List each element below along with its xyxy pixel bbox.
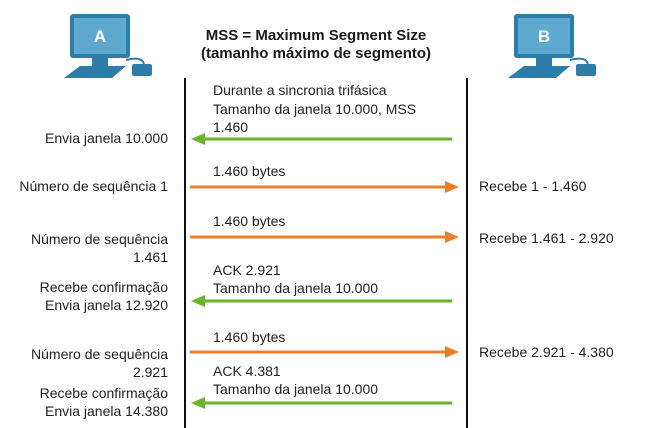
host-a-note: 1.461 (132, 249, 168, 265)
host-a-note: 2.921 (132, 364, 168, 380)
message-arrowhead-4 (191, 295, 205, 307)
computer-a-label: A (94, 27, 106, 46)
diagram-title: MSS = Maximum Segment Size (tamanho máxi… (200, 27, 432, 62)
host-a-note: Número de sequência (31, 231, 168, 247)
computer-b-icon: B (508, 14, 596, 78)
timeline-b (466, 78, 468, 428)
message-arrowhead-3 (445, 231, 459, 243)
message-arrowhead-2 (445, 181, 459, 193)
message-label-line: Tamanho da janela 10.000 (213, 381, 379, 397)
computer-b-label: B (538, 27, 550, 46)
message-label-line: 1.460 bytes (213, 213, 286, 229)
host-b-note: Recebe 2.921 - 4.380 (479, 344, 614, 360)
message-arrowhead-6 (191, 397, 205, 409)
host-b-note: Recebe 1 - 1.460 (479, 178, 587, 194)
message-label-line: 1.460 bytes (213, 329, 286, 345)
message-arrowhead-1 (191, 133, 205, 145)
message-arrowhead-5 (445, 346, 459, 358)
host-b-note: Recebe 1.461 - 2.920 (479, 230, 614, 246)
host-a-note: Número de sequência (31, 346, 168, 362)
message-label-line: Tamanho da janela 10.000, MSS (213, 101, 417, 117)
host-a-note: Envia janela 10.000 (45, 130, 168, 146)
host-a-note: Número de sequência 1 (19, 178, 168, 194)
host-a-note: Envia janela 14.380 (45, 403, 168, 419)
host-a-note: Envia janela 12.920 (45, 297, 168, 313)
message-label-line: 1.460 bytes (213, 163, 286, 179)
message-label-line: ACK 2.921 (213, 262, 281, 278)
host-a-note: Recebe confirmação (39, 279, 168, 295)
message-label-line: Durante a sincronia trifásica (213, 82, 387, 98)
message-label-line: 1.460 (213, 119, 249, 135)
computer-a-icon: A (64, 14, 152, 78)
message-label-line: Tamanho da janela 10.000 (213, 280, 379, 296)
message-label-line: ACK 4.381 (213, 363, 281, 379)
host-a-note: Recebe confirmação (39, 385, 168, 401)
timeline-a (184, 78, 186, 428)
